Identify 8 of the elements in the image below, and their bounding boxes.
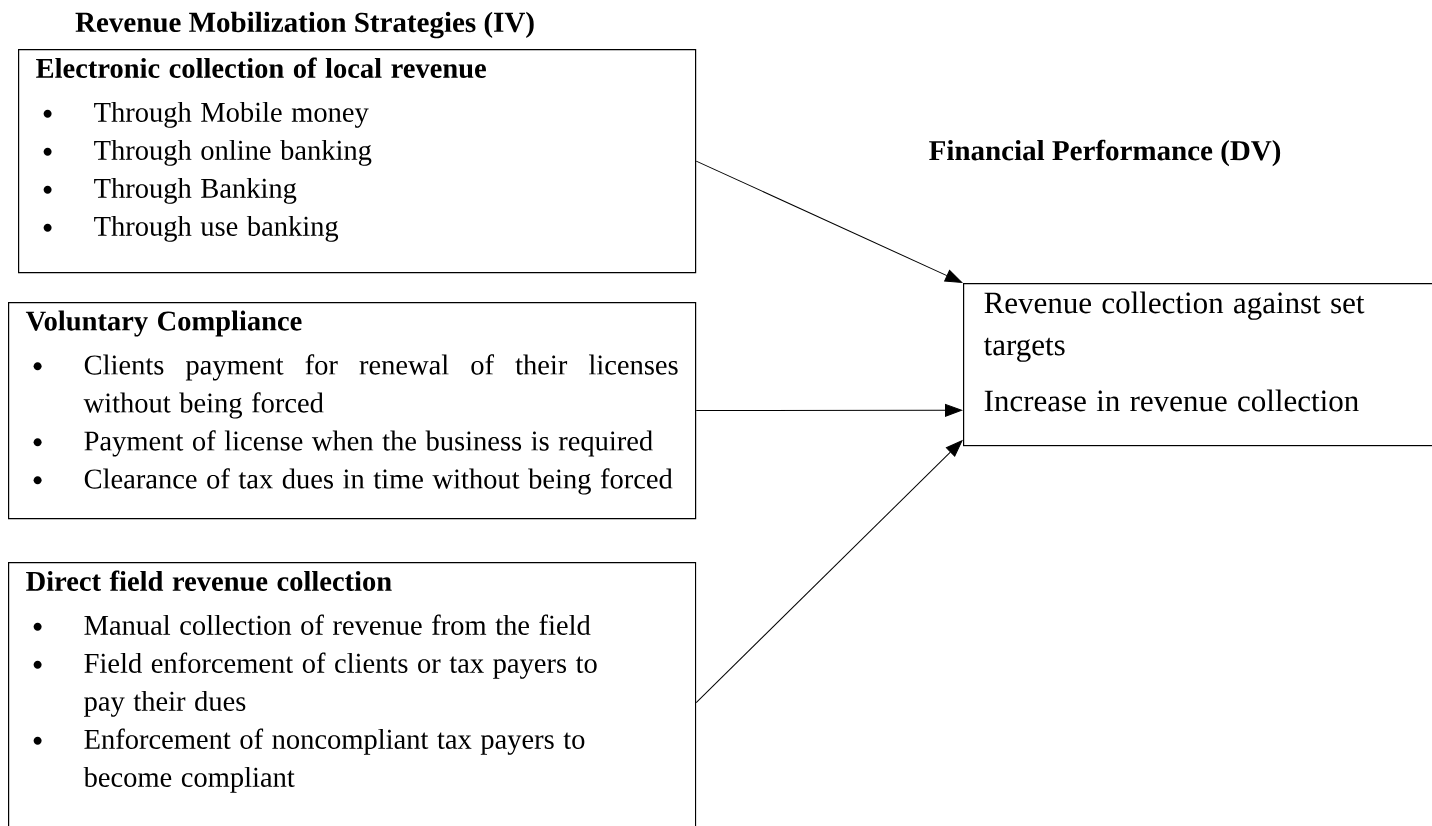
- text-box: Electronic collection of local revenue Through Mobile money Through online banking Through Banking Through use banking: [18, 49, 697, 274]
- arrow: [695, 160, 963, 283]
- heading: Financial Performance (DV): [929, 139, 1281, 167]
- text-box: Revenue collection against set targets Increase in revenue collection: [963, 283, 1432, 447]
- arrow: [695, 440, 963, 704]
- text-box: Direct field revenue collection Manual collection of revenue from the field Field enforcement of clients or tax payers to pay their dues Enforcement of noncompliant tax payers to become compliant: [8, 562, 697, 826]
- text-box: Voluntary Compliance Clients payment for renewal of their licenses without being forced Payment of license when the business is required Clearance of tax dues in time without being forced: [8, 302, 697, 520]
- arrow: [695, 403, 963, 417]
